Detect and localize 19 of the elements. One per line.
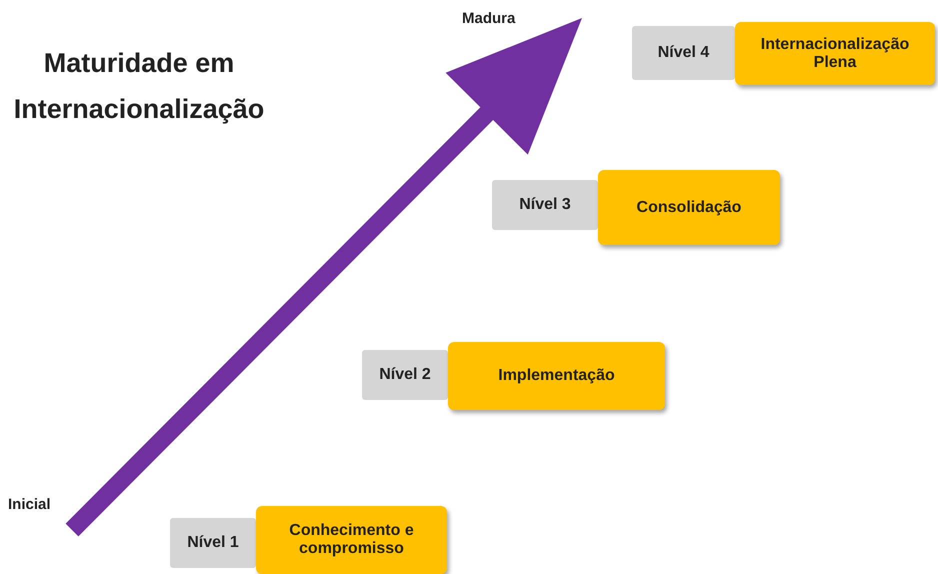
stage-box bbox=[256, 506, 447, 574]
level-tag bbox=[492, 180, 598, 230]
node-text: Nível 2 bbox=[379, 366, 431, 384]
axis-label: Madura bbox=[462, 10, 516, 27]
node-text: Implementação bbox=[498, 367, 615, 385]
node-text: Nível 4 bbox=[658, 44, 710, 62]
node-text: Internacionalização Plena bbox=[760, 36, 910, 72]
level-tag bbox=[632, 26, 735, 80]
stage-box bbox=[598, 170, 780, 245]
level-tag bbox=[362, 350, 448, 400]
node-text: Conhecimento e compromisso bbox=[288, 522, 415, 558]
level-tag bbox=[170, 518, 256, 568]
stage-box bbox=[448, 342, 665, 410]
stage-box bbox=[735, 22, 935, 85]
axis-label: Inicial bbox=[8, 496, 51, 513]
diagram-title: Maturidade em Internacionalização bbox=[12, 47, 266, 126]
node-text: Nível 3 bbox=[519, 196, 571, 214]
node-text: Consolidação bbox=[636, 198, 742, 216]
node-text: Nível 1 bbox=[187, 534, 239, 552]
